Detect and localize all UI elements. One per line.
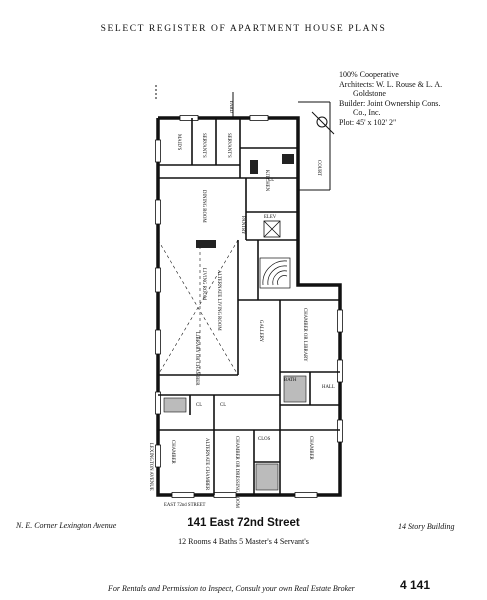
label-chamber-small: CHAMBER: [170, 440, 175, 465]
note-plot: Plot: 45' x 102' 2": [339, 117, 397, 127]
location-note: N. E. Corner Lexington Avenue: [16, 521, 117, 530]
label-dining: DINING ROOM: [201, 190, 206, 223]
label-chamber-right: CHAMBER: [308, 436, 313, 461]
label-library: LIBRARY OR CHAMBER: [194, 332, 199, 386]
north-arrow-icon: [316, 116, 328, 128]
label-lexington: LEXINGTON AVENUE: [148, 443, 153, 491]
interior-walls: [158, 118, 340, 495]
label-chamber-dressing: CHAMBER OR DRESSING ROOM: [234, 436, 239, 509]
note-architects-cont: Goldstone: [353, 89, 386, 99]
building-notes: 100% Cooperative Architects: W. L. Rouse…: [339, 70, 479, 128]
label-servants-2: SERVANT'S: [226, 133, 231, 158]
elevator: [263, 220, 281, 238]
label-gallery: GALLERY: [258, 320, 263, 343]
north-arrow-line: [311, 111, 335, 135]
label-chamber-library: CHAMBER OR LIBRARY: [302, 308, 307, 362]
story-count: 14 Story Building: [398, 522, 455, 531]
label-east-street: EAST 72nd STREET: [164, 503, 206, 508]
label-living: LIVING ROOM: [201, 268, 206, 301]
outer-walls: [156, 116, 342, 497]
label-pantry: PANTRY: [240, 216, 245, 235]
label-elev: ELEV: [264, 215, 277, 220]
note-builder-cont: Co., Inc.: [353, 108, 381, 118]
bath-tiles: [163, 375, 307, 491]
label-kitchen: KITCHEN: [264, 170, 269, 192]
rooms-summary: 12 Rooms 4 Baths 5 Master's 4 Servant's: [178, 537, 309, 546]
note-builder: Builder: Joint Ownership Cons.: [339, 98, 441, 108]
stair: [259, 257, 291, 289]
fixtures: [196, 154, 294, 248]
label-hall: HALL: [322, 385, 335, 390]
page-header: SELECT REGISTER OF APARTMENT HOUSE PLANS: [100, 24, 387, 34]
label-clos: CLOS: [258, 437, 271, 442]
label-court: COURT: [316, 160, 321, 176]
label-bath: BATH: [284, 378, 297, 383]
note-architects: Architects: W. L. Rouse & L. A.: [339, 79, 443, 89]
label-cl-1: CL: [268, 178, 274, 183]
label-servants-1: SERVANT'S: [201, 133, 206, 158]
note-cooperative: 100% Cooperative: [339, 70, 399, 79]
label-maids: MAID'S: [176, 134, 181, 151]
label-yard: YARD: [228, 100, 233, 114]
alternate-room-lines: [157, 239, 239, 376]
label-alt-chamber: ALTERNATE CHAMBER: [204, 438, 209, 491]
broker-note: For Rentals and Permission to Inspect, C…: [108, 584, 355, 593]
page-number: 4 141: [400, 578, 431, 592]
label-cl-2: CL: [196, 403, 202, 408]
label-alt-living: ALTERNATE LIVING ROOM: [216, 270, 221, 331]
building-address: 141 East 72nd Street: [187, 517, 300, 529]
label-cl-3: CL: [220, 403, 226, 408]
